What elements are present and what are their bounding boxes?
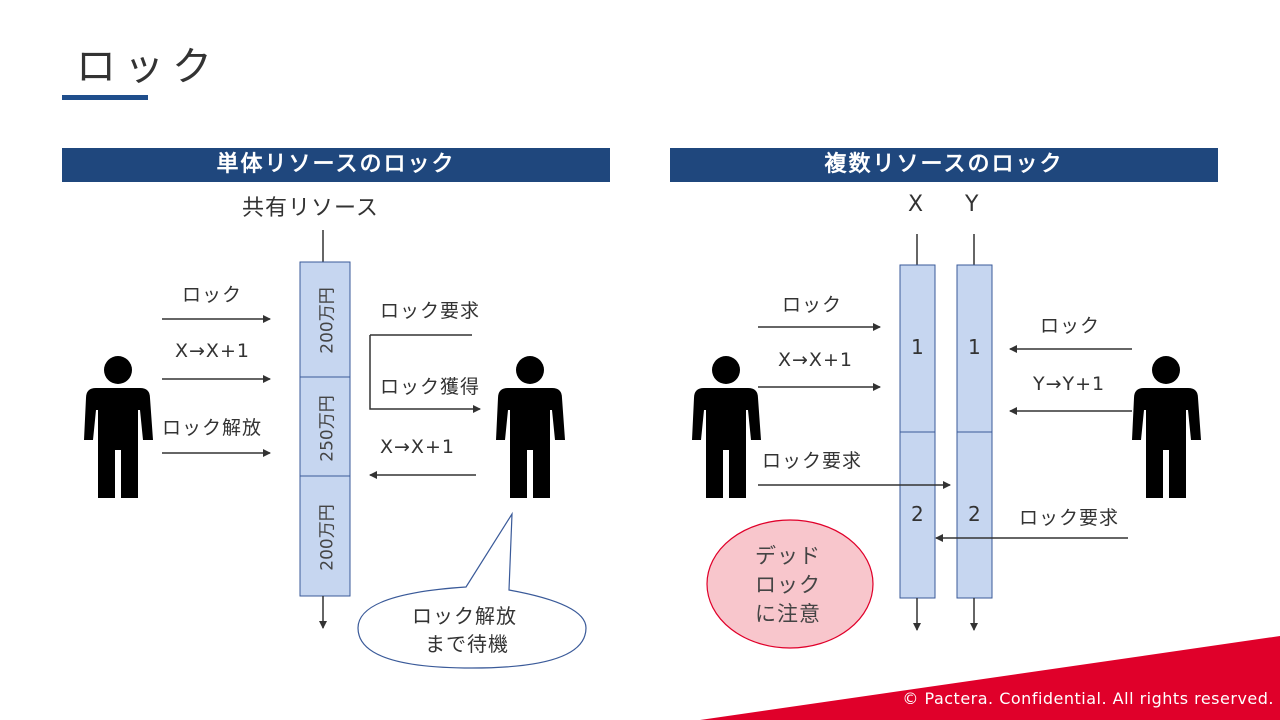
right-x-cell-1-label: 1 [911, 335, 925, 359]
left-u2-action-1: ロック要求 [380, 300, 481, 322]
left-cell-3 [299, 475, 351, 597]
left-u1-action-2: X→X+1 [175, 340, 250, 362]
right-person-1-icon [692, 356, 761, 498]
right-section-header: 複数リソースのロック [670, 148, 1218, 182]
right-person-2-icon [1132, 356, 1201, 498]
right-y-cell-2 [956, 431, 993, 599]
left-person-1-icon [84, 356, 153, 498]
left-u2-acquire-bracket [369, 335, 481, 413]
right-x-cell-1 [899, 264, 936, 433]
page-title: ロック [76, 44, 220, 90]
deadlock-line-3: に注意 [755, 602, 821, 626]
bubble-line-1: ロック解放 [412, 604, 517, 628]
right-col-x-label: X [908, 192, 925, 217]
bubble-line-2: まで待機 [425, 632, 509, 656]
right-x-cell-2-label: 2 [911, 502, 925, 526]
left-resource-label: 共有リソース [242, 196, 379, 221]
right-u2-action-2: Y→Y+1 [1033, 373, 1106, 395]
left-u2-action-3: X→X+1 [380, 436, 455, 458]
left-u1-action-3: ロック解放 [162, 417, 263, 439]
right-y-cell-1-label: 1 [968, 335, 982, 359]
deadlock-line-2: ロック [755, 573, 821, 597]
right-col-y-label: Y [965, 192, 980, 217]
left-cell-3-label: 200万円 [317, 504, 338, 571]
copyright-footer: © Pactera. Confidential. All rights rese… [902, 689, 1274, 708]
left-u2-action-2: ロック獲得 [380, 376, 481, 398]
right-u1-action-2: X→X+1 [778, 349, 853, 371]
title-underline [62, 95, 148, 100]
right-y-cell-2-label: 2 [968, 502, 982, 526]
right-u2-action-3: ロック要求 [1019, 507, 1120, 529]
left-person-2-icon [496, 356, 565, 498]
right-u1-action-1: ロック [782, 294, 843, 316]
footer-red-band [700, 636, 1280, 720]
right-y-cell-1 [956, 264, 993, 433]
right-u2-action-1: ロック [1040, 315, 1101, 337]
right-x-cell-2 [899, 431, 936, 599]
left-u1-action-1: ロック [182, 284, 243, 306]
right-u1-action-3: ロック要求 [762, 450, 863, 472]
left-cell-2-label: 250万円 [317, 395, 338, 462]
left-cell-1-label: 200万円 [317, 287, 338, 354]
wait-speech-bubble [357, 511, 587, 669]
left-section-header: 単体リソースのロック [62, 148, 610, 182]
deadlock-line-1: デッド [755, 544, 821, 568]
deadlock-circle [706, 519, 874, 649]
